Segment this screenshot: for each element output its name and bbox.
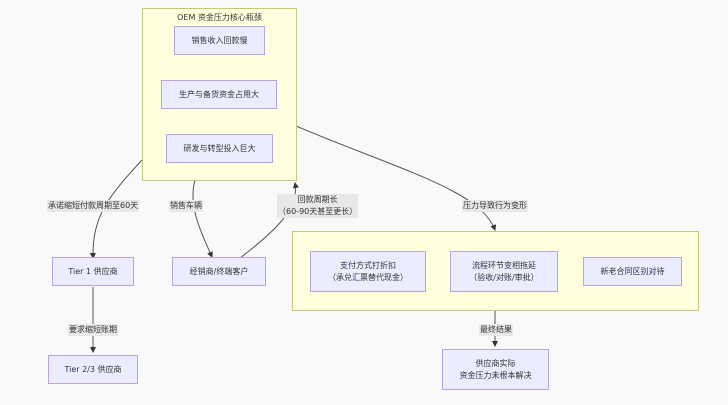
edge-label-final-result: 最终结果 (479, 324, 513, 336)
edge-dealer-to-core (239, 182, 299, 259)
node-process-delay[interactable]: 流程环节变相拖延 （验收/对账/审批） (450, 251, 558, 292)
edge-label-sell-vehicles: 销售车辆 (169, 200, 203, 212)
node-tier1-supplier[interactable]: Tier 1 供应商 (52, 257, 134, 286)
node-production-capital[interactable]: 生产与备货资金占用大 (161, 80, 277, 109)
edge-label-shorten-terms: 要求缩短账期 (68, 324, 118, 336)
cluster-title: OEM 资金压力核心瓶颈 (177, 13, 262, 22)
node-final-result[interactable]: 供应商实际 资金压力未根本解决 (442, 349, 549, 390)
edge-label-long-collection: 回款周期长 （60-90天甚至更长） (277, 194, 359, 218)
edge-label-pressure-behavior: 压力导致行为变形 (462, 200, 528, 212)
node-rd-investment[interactable]: 研发与转型投入巨大 (166, 134, 273, 163)
edge-core-to-dealer (192, 179, 213, 258)
node-contract-differ[interactable]: 新老合同区别对待 (583, 257, 682, 286)
node-payment-discount[interactable]: 支付方式打折扣 （承兑汇票替代现金） (310, 251, 426, 292)
edge-label-commit-60-days: 承诺缩短付款周期至60天 (47, 200, 140, 212)
node-dealer-customer[interactable]: 经销商/终端客户 (172, 257, 266, 286)
node-sales-slow[interactable]: 销售收入回款慢 (174, 26, 265, 55)
node-tier23-supplier[interactable]: Tier 2/3 供应商 (48, 355, 138, 384)
edge-core-to-behavior (295, 125, 497, 231)
